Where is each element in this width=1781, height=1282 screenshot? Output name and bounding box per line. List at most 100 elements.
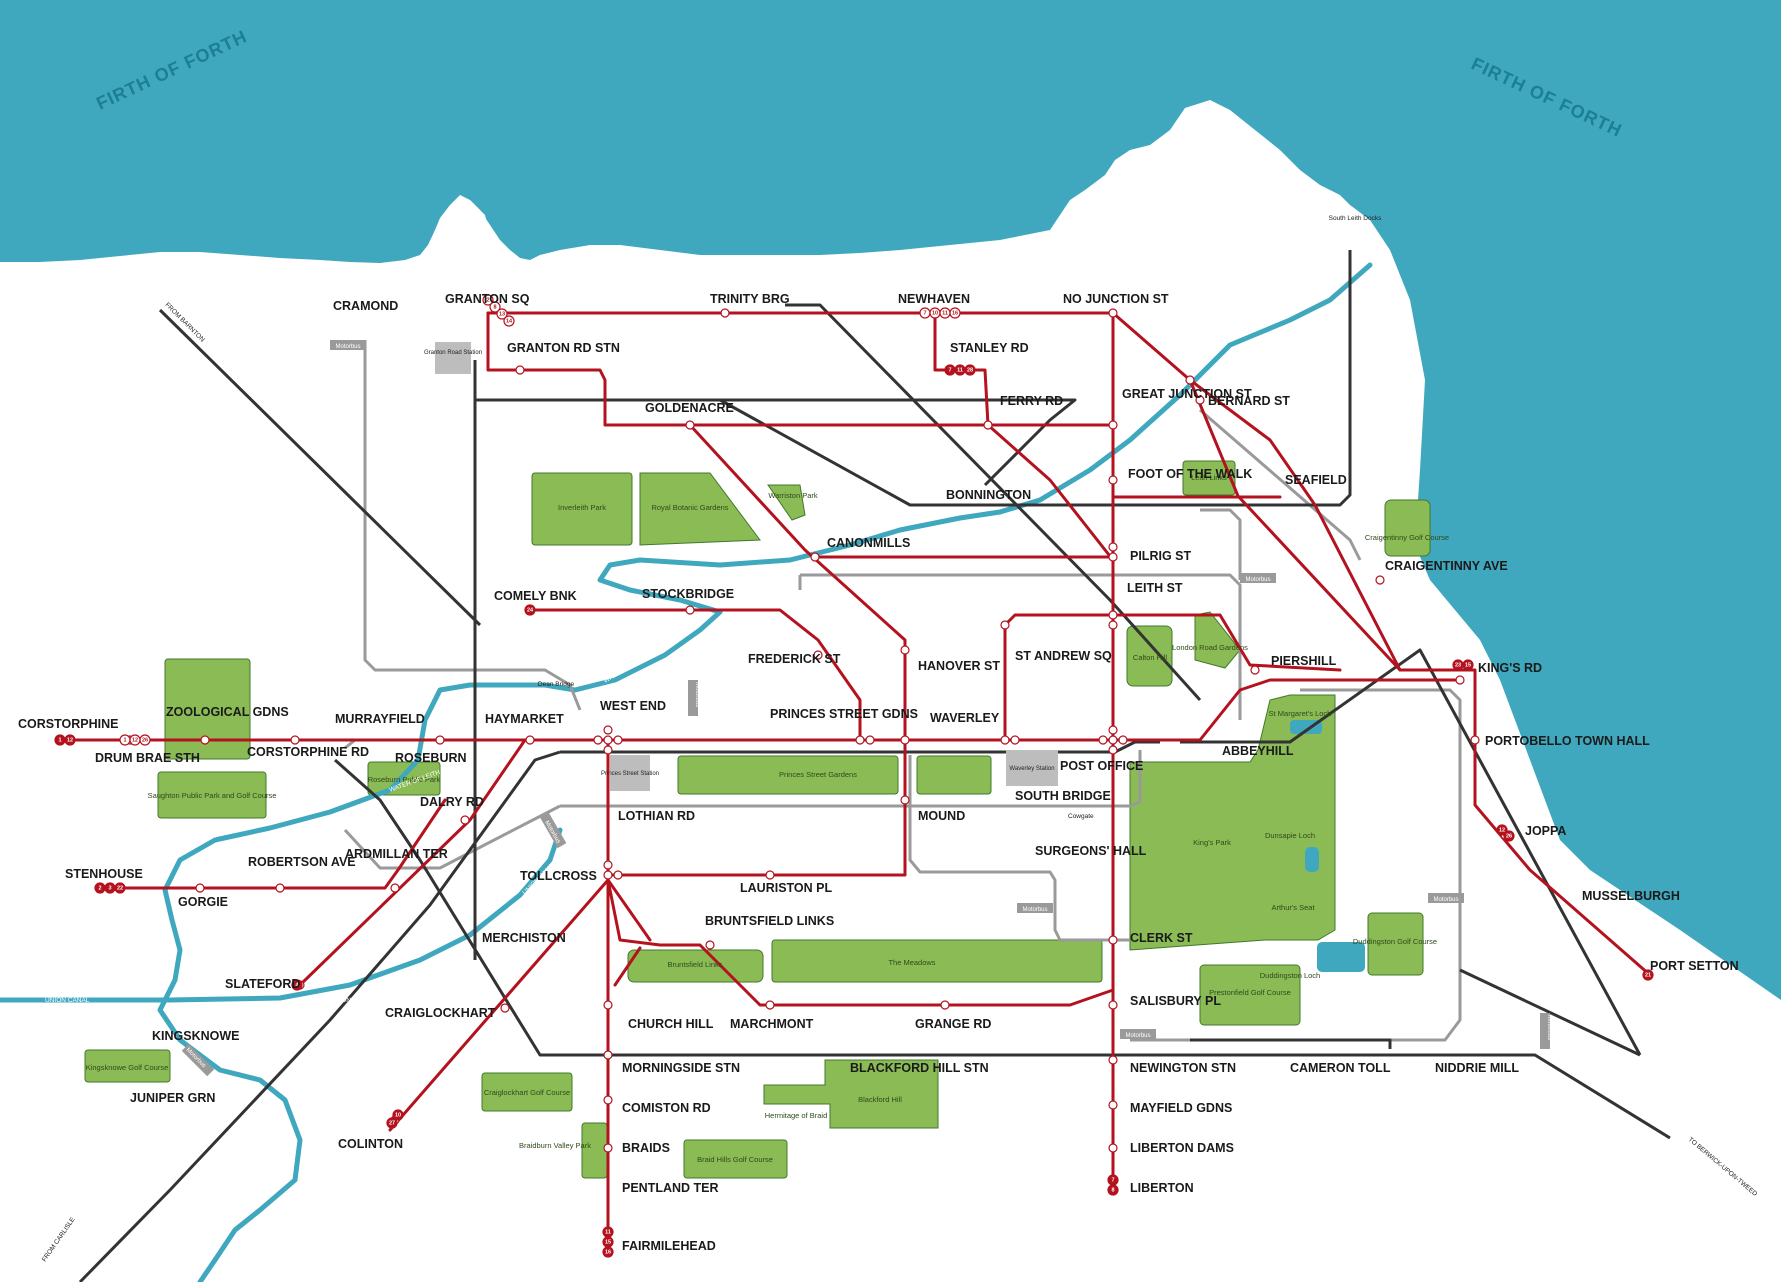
station-craigentinny-ave[interactable]: CRAIGENTINNY AVE [1385, 559, 1508, 573]
station-goldenacre[interactable]: GOLDENACRE [645, 401, 734, 415]
station-colinton[interactable]: COLINTON [338, 1137, 403, 1151]
station-craiglockhart[interactable]: CRAIGLOCKHART [385, 1006, 496, 1020]
station-kings-rd[interactable]: KING'S RD [1478, 661, 1542, 675]
route-marker-number: 12 [132, 738, 138, 744]
stop-clusters [125, 308, 1510, 1153]
station-corstorphine[interactable]: CORSTORPHINE [18, 717, 118, 731]
station-drum-brae-sth[interactable]: DRUM BRAE STH [95, 751, 200, 765]
station-blackford-hill-stn[interactable]: BLACKFORD HILL STN [850, 1061, 989, 1075]
station-foot-of-the-walk[interactable]: FOOT OF THE WALK [1128, 467, 1252, 481]
station-lothian-rd[interactable]: LOTHIAN RD [618, 809, 695, 823]
station-south-bridge[interactable]: SOUTH BRIDGE [1015, 789, 1111, 803]
station-surgeons-hall[interactable]: SURGEONS' HALL [1035, 844, 1147, 858]
station-mayfield-gdns[interactable]: MAYFIELD GDNS [1130, 1101, 1232, 1115]
station-liberton-dams[interactable]: LIBERTON DAMS [1130, 1141, 1234, 1155]
station-granton-sq[interactable]: GRANTON SQ [445, 292, 530, 306]
park-labels: Inverleith Park Royal Botanic Gardens Wa… [86, 473, 1449, 1164]
mb-box-salisbury [1120, 1029, 1156, 1039]
waverley-station-box [1006, 750, 1058, 786]
station-trinity-brg[interactable]: TRINITY BRG [710, 292, 790, 306]
station-abbeyhill[interactable]: ABBEYHILL [1222, 744, 1294, 758]
station-stockbridge[interactable]: STOCKBRIDGE [642, 587, 734, 601]
station-liberton[interactable]: LIBERTON [1130, 1181, 1194, 1195]
station-lauriston-pl[interactable]: LAURISTON PL [740, 881, 832, 895]
station-roseburn[interactable]: ROSEBURN [395, 751, 467, 765]
station-joppa[interactable]: JOPPA [1525, 824, 1566, 838]
station-waverley[interactable]: WAVERLEY [930, 711, 1000, 725]
station-bonnington[interactable]: BONNINGTON [946, 488, 1031, 502]
station-morningside-stn[interactable]: MORNINGSIDE STN [622, 1061, 740, 1075]
park-meadows [771, 939, 1103, 983]
station-gorgie[interactable]: GORGIE [178, 895, 228, 909]
route-marker-circle [482, 294, 494, 306]
rail-east-seafield [1190, 1038, 1392, 1049]
stop-dot [720, 308, 730, 318]
station-murrayfield[interactable]: MURRAYFIELD [335, 712, 425, 726]
station-haymarket[interactable]: HAYMARKET [485, 712, 564, 726]
park-label-prestonfield-golf: Prestonfield Golf Course [1209, 988, 1291, 997]
station-grange-rd[interactable]: GRANGE RD [915, 1017, 991, 1031]
route-marker-number: 15 [605, 1240, 611, 1246]
station-princes-street-gdns[interactable]: PRINCES STREET GDNS [770, 707, 918, 721]
station-newington-stn[interactable]: NEWINGTON STN [1130, 1061, 1236, 1075]
station-great-junction-st[interactable]: GREAT JUNCTION ST [1122, 387, 1252, 401]
station-clerk-st[interactable]: CLERK ST [1130, 931, 1193, 945]
station-comiston-rd[interactable]: COMISTON RD [622, 1101, 711, 1115]
station-granton-rd-stn[interactable]: GRANTON RD STN [507, 341, 620, 355]
station-braids[interactable]: BRAIDS [622, 1141, 670, 1155]
station-piershill[interactable]: PIERSHILL [1271, 654, 1337, 668]
stop-dot [603, 1095, 613, 1105]
route-marker-circle [1503, 830, 1515, 842]
station-west-end[interactable]: WEST END [600, 699, 666, 713]
station-church-hill[interactable]: CHURCH HILL [628, 1017, 714, 1031]
station-zoological-gdns[interactable]: ZOOLOGICAL GDNS [166, 705, 289, 719]
station-pilrig-st[interactable]: PILRIG ST [1130, 549, 1191, 563]
park-label-arthurs-seat: Arthur's Seat [1271, 903, 1315, 912]
station-tollcross[interactable]: TOLLCROSS [520, 869, 597, 883]
mb-box-kingsknowe [181, 1043, 215, 1077]
station-dalry-rd[interactable]: DALRY RD [420, 795, 484, 809]
station-ferry-rd[interactable]: FERRY RD [1000, 394, 1063, 408]
station-st-andrew-sq[interactable]: ST ANDREW SQ [1015, 649, 1112, 663]
station-cameron-toll[interactable]: CAMERON TOLL [1290, 1061, 1391, 1075]
station-corstorphine-rd[interactable]: CORSTORPHINE RD [247, 745, 369, 759]
station-juniper-grn[interactable]: JUNIPER GRN [130, 1091, 215, 1105]
station-comely-bnk[interactable]: COMELY BNK [494, 589, 577, 603]
station-portobello-town-hall[interactable]: PORTOBELLO TOWN HALL [1485, 734, 1650, 748]
station-no-junction-st[interactable]: NO JUNCTION ST [1063, 292, 1169, 306]
station-stanley-rd[interactable]: STANLEY RD [950, 341, 1029, 355]
station-bruntsfield-links[interactable]: BRUNTSFIELD LINKS [705, 914, 834, 928]
station-robertson-ave[interactable]: ROBERTSON AVE [248, 855, 356, 869]
park-kings-park [1129, 694, 1336, 951]
station-leith-st[interactable]: LEITH ST [1127, 581, 1183, 595]
station-newhaven[interactable]: NEWHAVEN [898, 292, 970, 306]
station-frederick-st[interactable]: FREDERICK ST [748, 652, 841, 666]
tram-goldenacre [688, 423, 907, 742]
station-hanover-st[interactable]: HANOVER ST [918, 659, 1000, 673]
stop-dot [855, 735, 865, 745]
park-calton-hill [1126, 625, 1173, 687]
station-ardmillan-ter[interactable]: ARDMILLAN TER [345, 847, 448, 861]
station-port-setton[interactable]: PORT SETTON [1650, 959, 1739, 973]
park-label-botanic: Royal Botanic Gardens [651, 503, 728, 512]
station-post-office[interactable]: POST OFFICE [1060, 759, 1143, 773]
station-pentland-ter[interactable]: PENTLAND TER [622, 1181, 719, 1195]
park-kingsknowe-golf [84, 1049, 171, 1083]
station-bernard-st[interactable]: BERNARD ST [1208, 394, 1290, 408]
station-salisbury-pl[interactable]: SALISBURY PL [1130, 994, 1221, 1008]
station-slateford[interactable]: SLATEFORD [225, 977, 300, 991]
station-cramond[interactable]: CRAMOND [333, 299, 398, 313]
water-of-leith-label-2: WATER OF LEITH [603, 652, 653, 685]
station-mound[interactable]: MOUND [918, 809, 965, 823]
route-marker-circle [386, 1117, 398, 1129]
station-seafield[interactable]: SEAFIELD [1285, 473, 1347, 487]
station-canonmills[interactable]: CANONMILLS [827, 536, 910, 550]
station-fairmilehead[interactable]: FAIRMILEHEAD [622, 1239, 716, 1253]
station-musselburgh[interactable]: MUSSELBURGH [1582, 889, 1680, 903]
station-merchiston[interactable]: MERCHISTON [482, 931, 566, 945]
route-marker-circle [64, 734, 76, 746]
station-kingsknowe[interactable]: KINGSKNOWE [152, 1029, 240, 1043]
station-niddrie-mill[interactable]: NIDDRIE MILL [1435, 1061, 1519, 1075]
station-marchmont[interactable]: MARCHMONT [730, 1017, 814, 1031]
station-stenhouse[interactable]: STENHOUSE [65, 867, 143, 881]
